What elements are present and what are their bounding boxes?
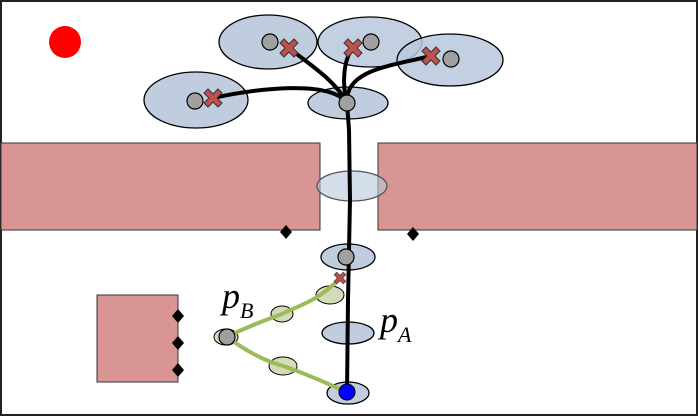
node <box>218 328 236 346</box>
start-marker <box>338 383 356 401</box>
node <box>261 33 279 51</box>
node <box>442 50 460 68</box>
obstacle-wall-left <box>0 142 321 231</box>
obstacle-box <box>96 294 179 383</box>
node <box>337 248 355 266</box>
node <box>338 94 356 112</box>
node <box>362 33 380 51</box>
label-pB: pB <box>219 276 253 323</box>
goal-marker <box>49 26 81 58</box>
label-pA: pA <box>377 300 412 347</box>
uncertainty-ellipse <box>316 170 388 202</box>
node <box>186 92 204 110</box>
obstacle-wall-right <box>377 142 698 231</box>
